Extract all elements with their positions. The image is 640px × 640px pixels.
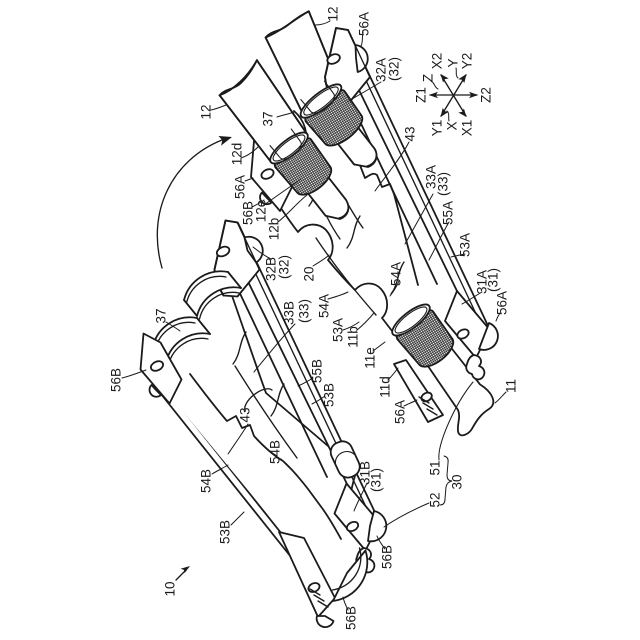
svg-text:56B: 56B — [380, 545, 395, 569]
svg-text:31B: 31B — [358, 461, 373, 485]
svg-text:56B: 56B — [344, 606, 359, 630]
svg-text:X1: X1 — [460, 120, 475, 137]
svg-text:X2: X2 — [430, 53, 445, 70]
svg-text:12: 12 — [199, 104, 214, 119]
svg-text:53B: 53B — [218, 520, 233, 544]
svg-text:Y2: Y2 — [460, 53, 475, 70]
svg-text:33B: 33B — [282, 301, 297, 325]
svg-text:30: 30 — [450, 474, 465, 489]
svg-text:11b: 11b — [346, 326, 361, 348]
svg-text:56B: 56B — [109, 368, 124, 392]
svg-text:12e: 12e — [254, 200, 269, 223]
svg-text:Z2: Z2 — [479, 87, 494, 103]
svg-text:54B: 54B — [268, 440, 283, 464]
svg-text:56A: 56A — [495, 291, 510, 315]
svg-text:37: 37 — [261, 111, 276, 126]
svg-text:31A: 31A — [475, 270, 490, 294]
svg-text:10: 10 — [163, 581, 178, 596]
svg-text:(33): (33) — [436, 172, 451, 196]
svg-text:11e: 11e — [363, 347, 378, 369]
svg-text:X: X — [445, 121, 460, 130]
svg-text:32B: 32B — [264, 257, 279, 281]
svg-text:(31): (31) — [369, 468, 384, 492]
svg-text:(31): (31) — [486, 268, 501, 292]
svg-text:53A: 53A — [458, 233, 473, 257]
svg-text:Z: Z — [421, 74, 436, 82]
svg-text:12: 12 — [326, 6, 341, 21]
svg-text:(33): (33) — [297, 299, 312, 323]
svg-text:(32): (32) — [277, 255, 292, 279]
svg-text:56B: 56B — [241, 201, 256, 225]
svg-text:52: 52 — [428, 492, 443, 507]
svg-text:56A: 56A — [233, 175, 248, 199]
svg-text:Y: Y — [446, 58, 461, 67]
svg-text:55B: 55B — [310, 359, 325, 383]
svg-text:54B: 54B — [199, 469, 214, 493]
svg-text:56A: 56A — [393, 400, 408, 424]
svg-text:43: 43 — [403, 126, 418, 141]
svg-text:53A: 53A — [331, 318, 346, 342]
svg-text:54A: 54A — [389, 262, 404, 286]
svg-text:Z1: Z1 — [414, 87, 429, 103]
svg-text:11d: 11d — [378, 376, 393, 398]
svg-text:54A: 54A — [317, 294, 332, 318]
svg-text:53B: 53B — [322, 383, 337, 407]
svg-text:20: 20 — [302, 266, 317, 281]
svg-text:43: 43 — [238, 407, 253, 422]
svg-text:33A: 33A — [424, 165, 439, 189]
svg-text:Y1: Y1 — [430, 120, 445, 137]
svg-text:56A: 56A — [357, 12, 372, 36]
svg-text:12b: 12b — [267, 218, 282, 241]
svg-text:51: 51 — [428, 460, 443, 475]
svg-text:11: 11 — [504, 379, 519, 393]
svg-text:32A: 32A — [374, 58, 389, 82]
svg-text:37: 37 — [154, 308, 169, 323]
svg-text:55A: 55A — [441, 201, 456, 225]
svg-text:(32): (32) — [387, 57, 402, 81]
svg-text:12d: 12d — [230, 143, 245, 166]
